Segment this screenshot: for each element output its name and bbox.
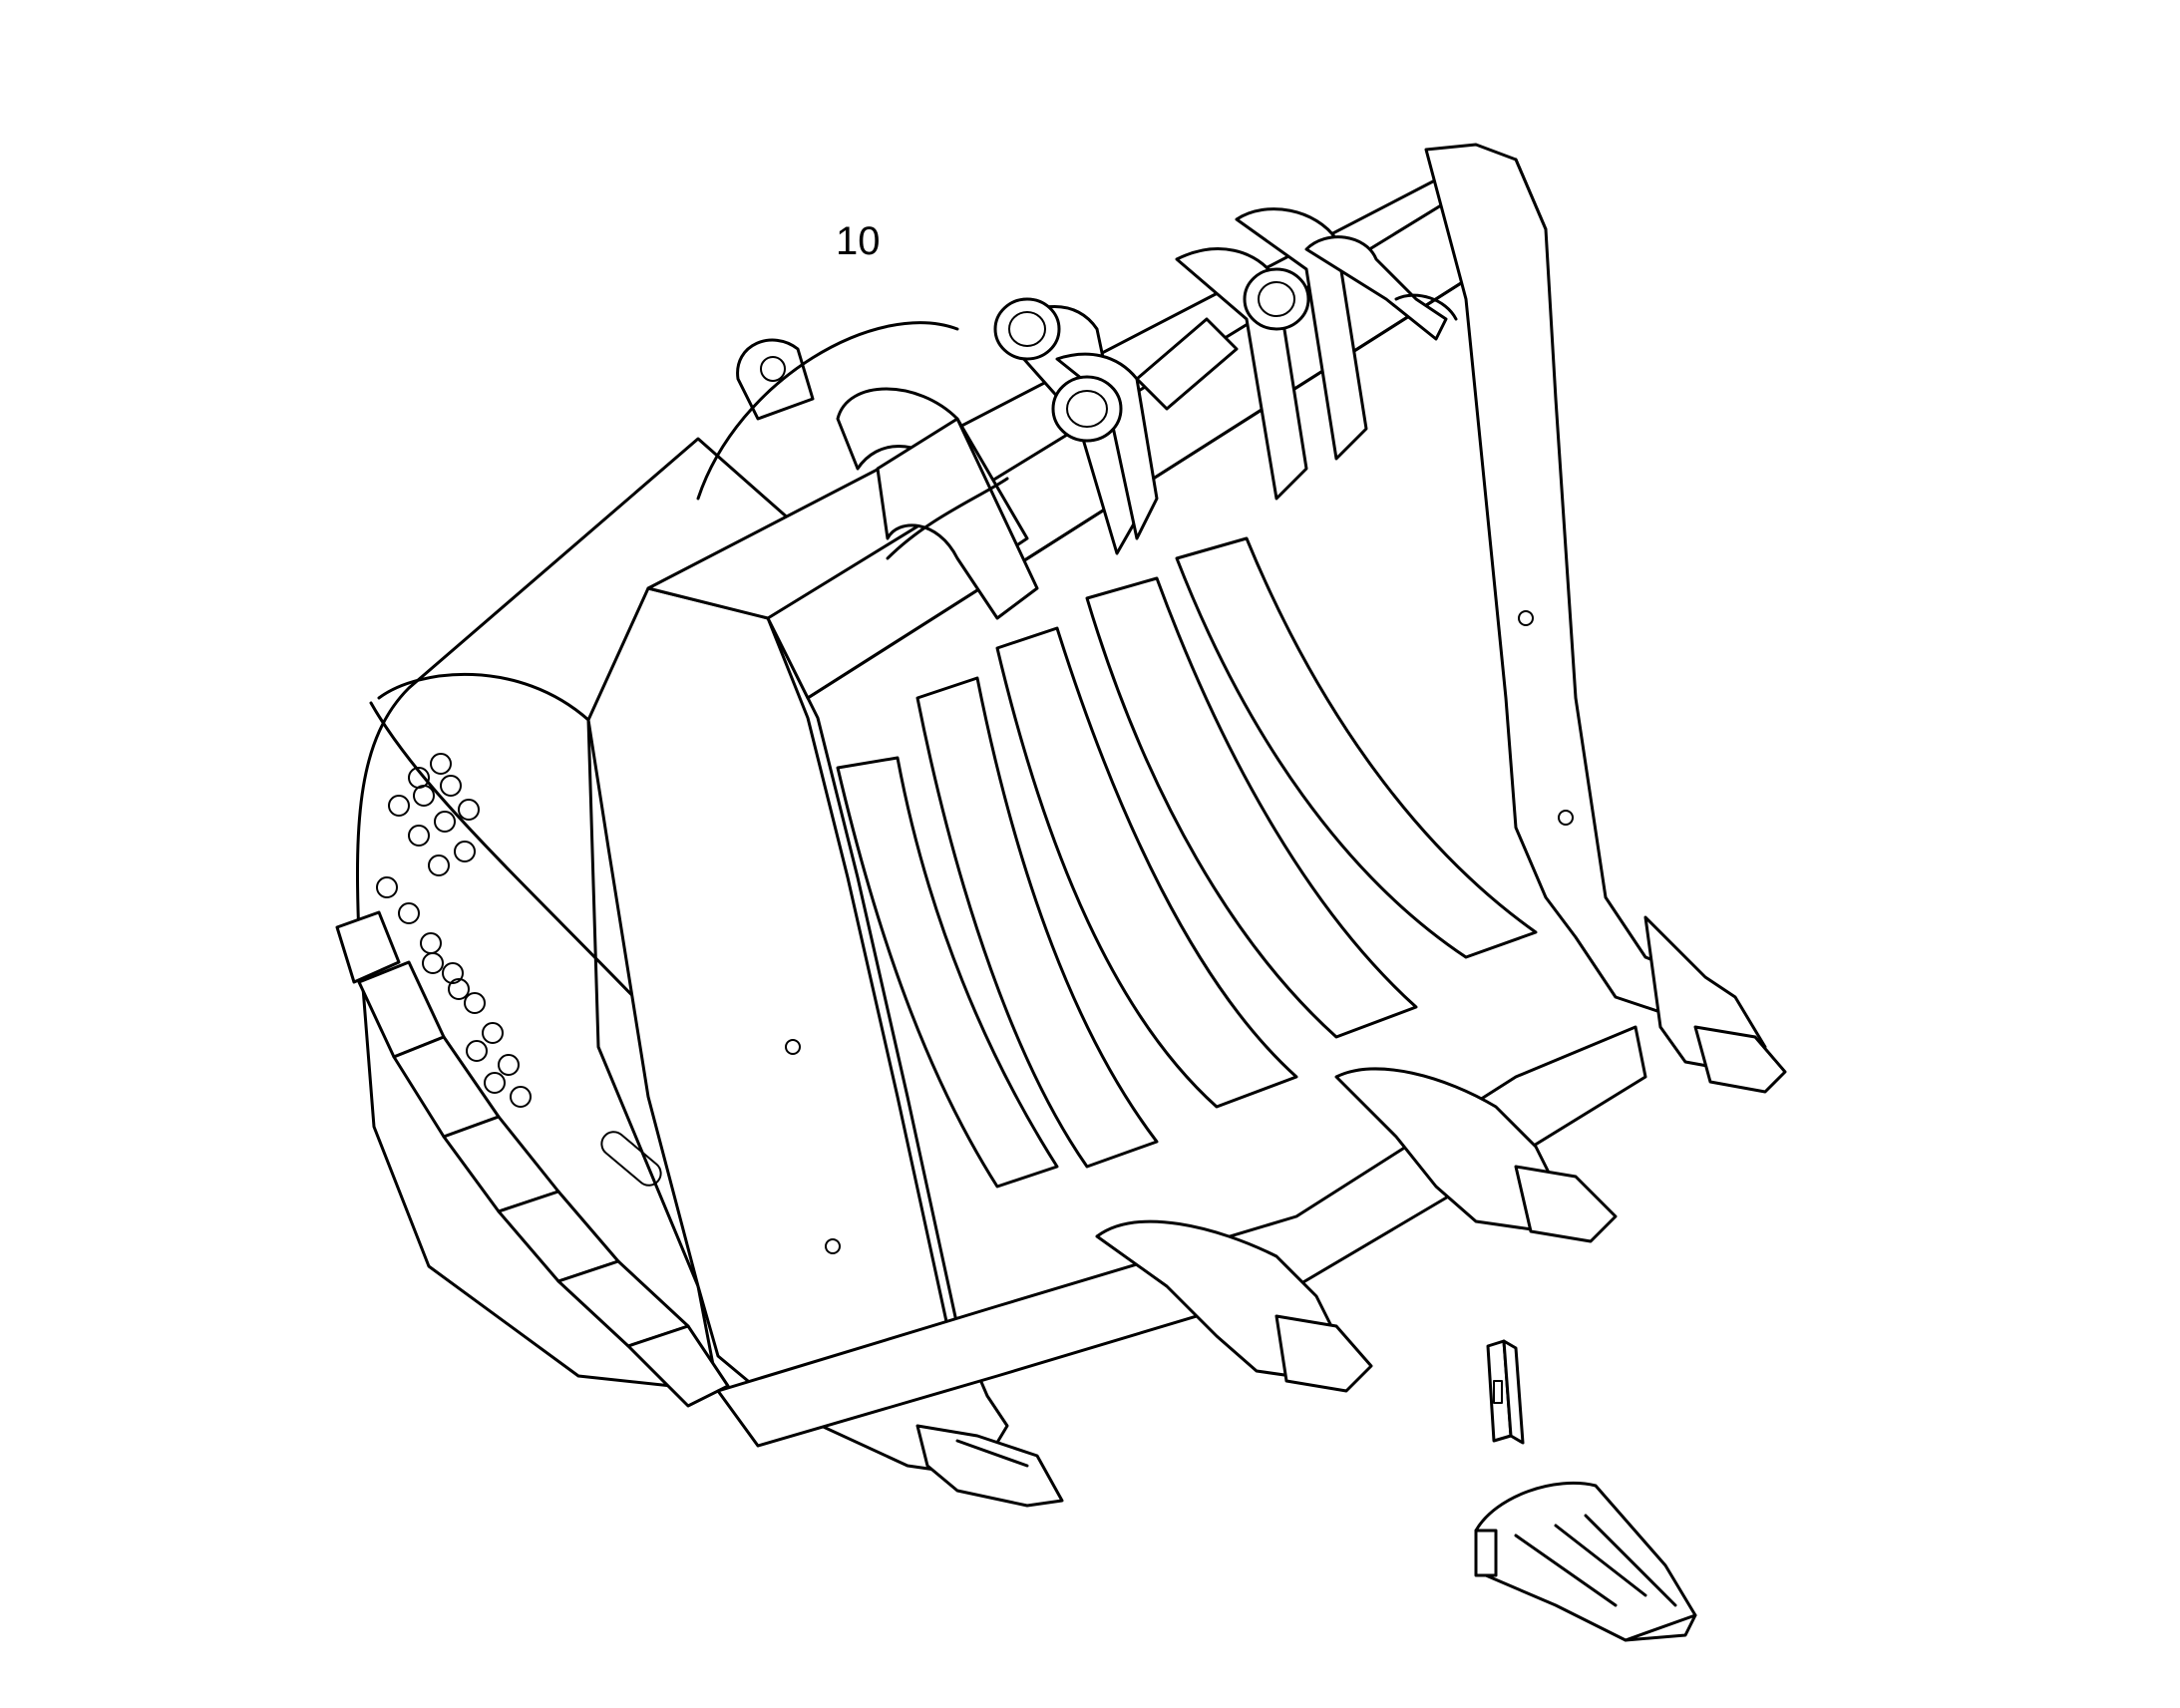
pivot-bushings [993,267,1310,443]
tooth-tip [1474,1481,1697,1642]
wear-strips [836,536,1538,1189]
retainer-pin [1486,1339,1525,1445]
bucket-teeth [915,915,1787,1508]
callout-label: 10 [836,219,881,263]
bolt-holes [376,753,532,1108]
bucket-body [335,143,1697,1478]
